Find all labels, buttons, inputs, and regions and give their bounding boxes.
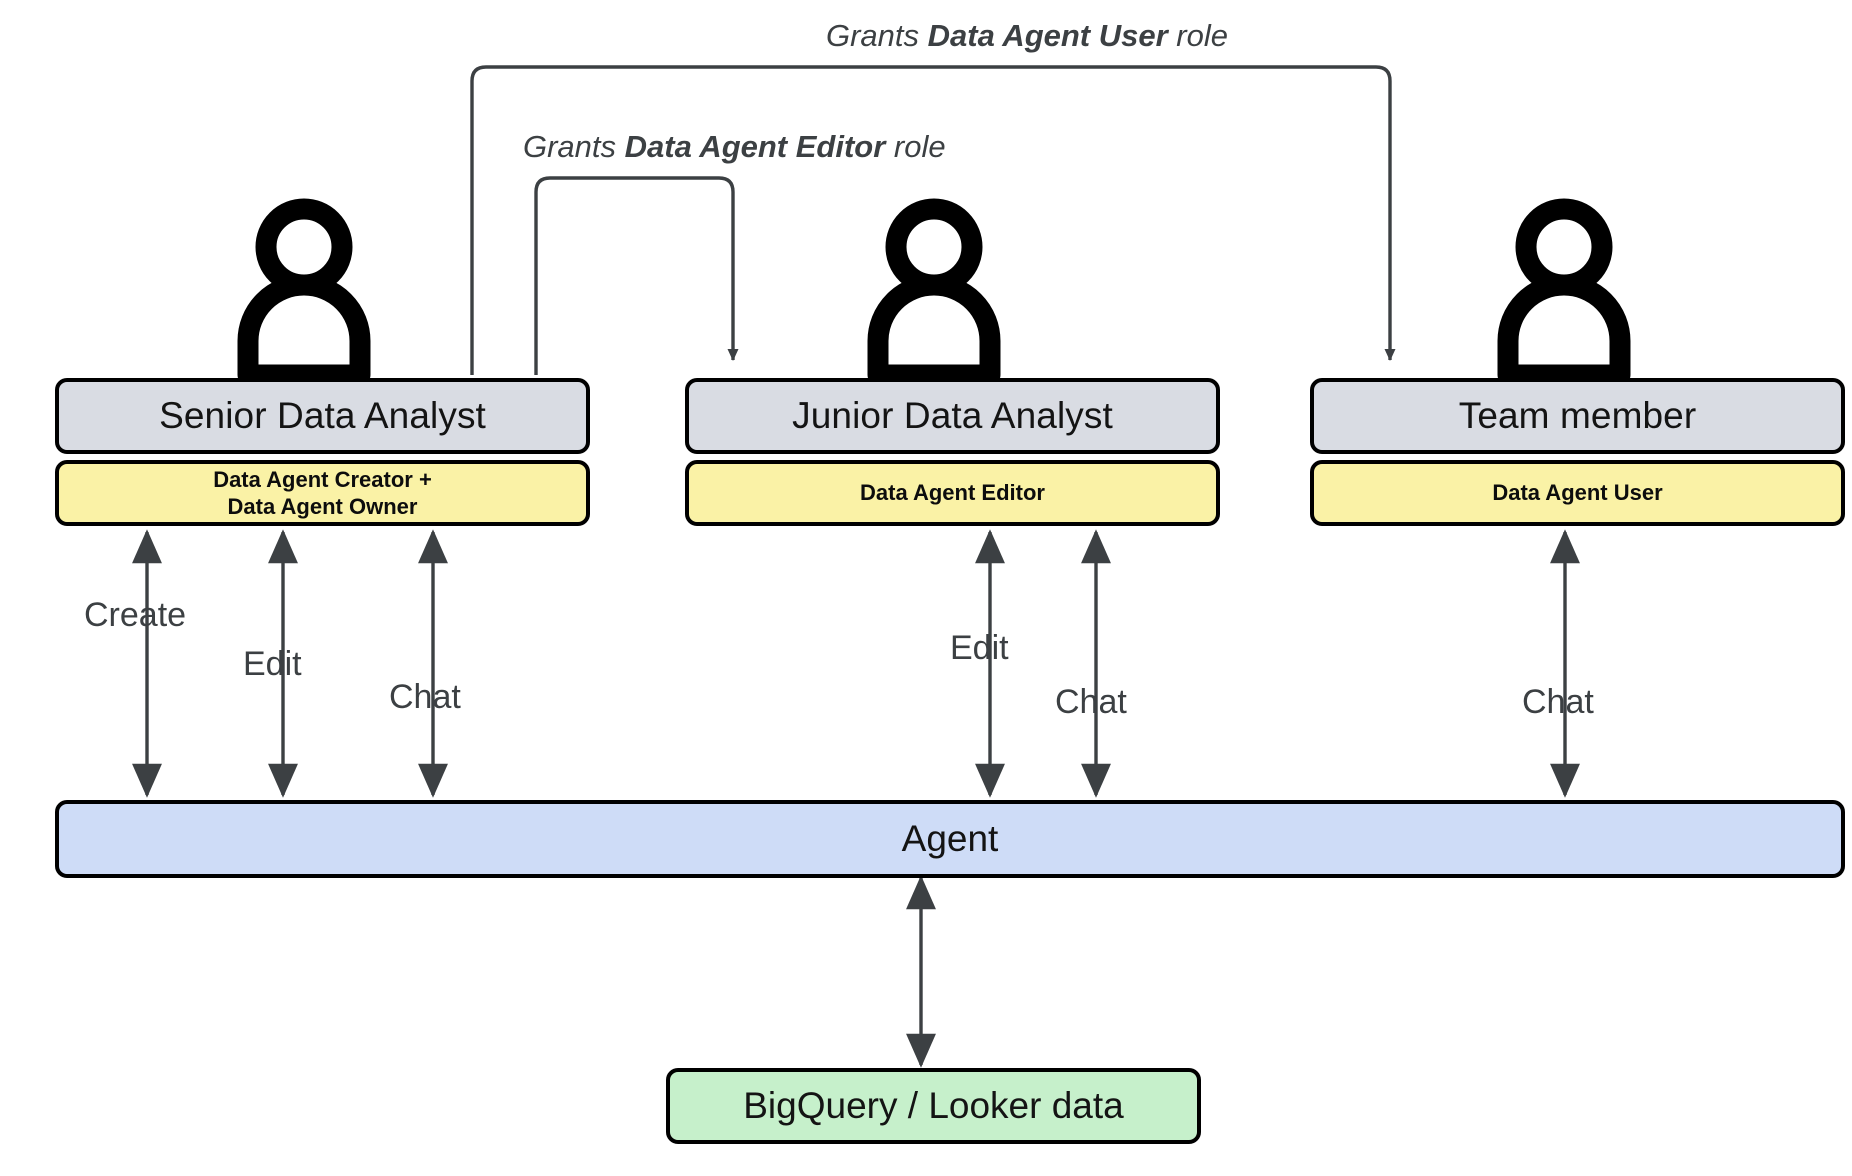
edge-label-edit-senior: Edit xyxy=(243,645,302,683)
edge-label-create: Create xyxy=(84,596,187,634)
edge-label-chat-team: Chat xyxy=(1522,683,1594,721)
persona-role-label: Data Agent Editor xyxy=(860,480,1045,506)
edge-label-chat-junior: Chat xyxy=(1055,683,1127,721)
persona-title-label: Junior Data Analyst xyxy=(792,395,1113,436)
person-icon xyxy=(867,198,1001,386)
persona-title-senior-data-analyst[interactable]: Senior Data Analyst xyxy=(55,378,590,454)
persona-title-team-member[interactable]: Team member xyxy=(1310,378,1845,454)
persona-role-team-member[interactable]: Data Agent User xyxy=(1310,460,1845,526)
grant-role-name: Data Agent User xyxy=(927,18,1168,53)
persona-role-senior-data-analyst[interactable]: Data Agent Creator + Data Agent Owner xyxy=(55,460,590,526)
persona-title-label: Team member xyxy=(1458,395,1697,436)
datasource-box[interactable]: BigQuery / Looker data xyxy=(666,1068,1201,1144)
grant-prefix: Grants xyxy=(826,18,928,53)
grant-suffix: role xyxy=(1167,18,1228,53)
persona-role-junior-data-analyst[interactable]: Data Agent Editor xyxy=(685,460,1220,526)
role-line-1: Data Agent Creator + xyxy=(213,466,432,492)
edge-label-edit-junior: Edit xyxy=(950,629,1009,667)
agent-box[interactable]: Agent xyxy=(55,800,1845,878)
grant-suffix: role xyxy=(885,129,946,164)
connector-grants-user xyxy=(470,65,1396,375)
persona-role-label: Data Agent Creator + Data Agent Owner xyxy=(213,466,432,521)
grant-label-data-agent-user: Grants Data Agent User role xyxy=(826,18,1228,54)
persona-role-label: Data Agent User xyxy=(1492,480,1663,506)
person-icon xyxy=(1497,198,1631,386)
grant-role-name: Data Agent Editor xyxy=(624,129,886,164)
datasource-label: BigQuery / Looker data xyxy=(743,1085,1124,1126)
grant-label-data-agent-editor: Grants Data Agent Editor role xyxy=(523,129,946,165)
agent-label: Agent xyxy=(901,818,999,859)
role-line-2: Data Agent Owner xyxy=(227,494,418,519)
connector-grants-editor xyxy=(534,176,739,375)
edge-label-chat-senior: Chat xyxy=(389,678,461,716)
persona-title-junior-data-analyst[interactable]: Junior Data Analyst xyxy=(685,378,1220,454)
person-icon xyxy=(237,198,371,386)
persona-title-label: Senior Data Analyst xyxy=(159,395,486,436)
grant-prefix: Grants xyxy=(523,129,625,164)
